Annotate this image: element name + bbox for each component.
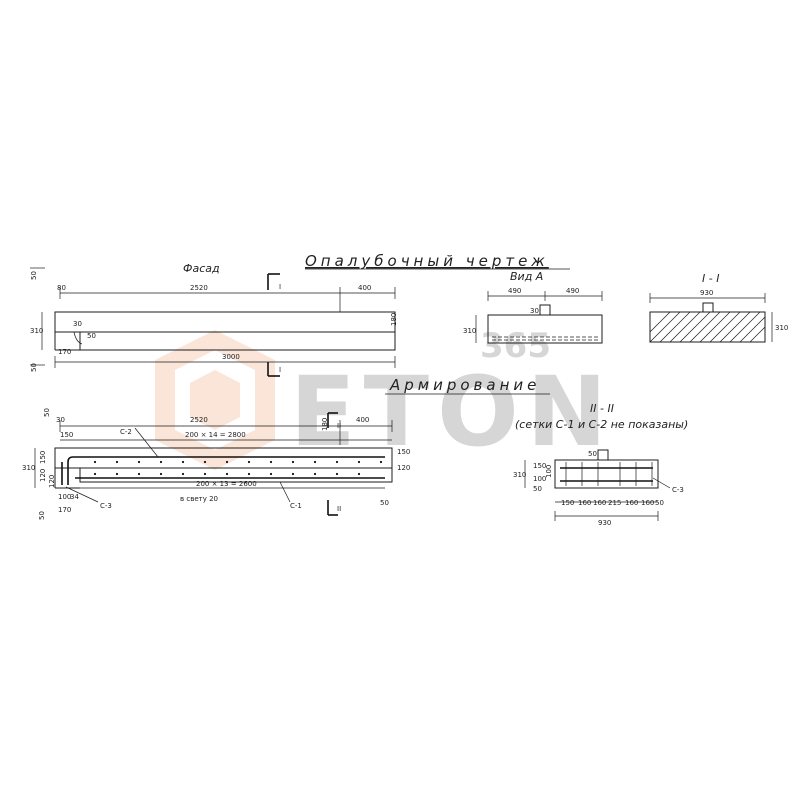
reinf-dim-h3: 120 <box>39 469 47 482</box>
facade-view: 80 2520 400 310 30 50 170 180 50 50 3000… <box>30 267 398 377</box>
facade-dim-right: 400 <box>358 284 371 292</box>
reinf-dim-bottom-a: 100 <box>58 493 71 501</box>
formwork-title: Опалубочный чертеж <box>305 252 549 270</box>
reinf-dim-mid: 180 <box>321 418 329 431</box>
facade-dim-span: 2520 <box>190 284 208 292</box>
section-1-dim-height: 310 <box>775 324 788 332</box>
section-2-note: (сетки С-1 и С-2 не показаны) <box>515 418 688 431</box>
section-2-dim-h1: 310 <box>513 471 526 479</box>
reinf-dim-right: 400 <box>356 416 369 424</box>
mark-c2: С-2 <box>120 428 132 436</box>
view-a-dim-left: 490 <box>508 287 521 295</box>
reinf-dim-bottom-b: 34 <box>70 493 79 501</box>
facade-title: Фасад <box>183 262 220 275</box>
watermark-word: ETON <box>290 356 615 468</box>
reinf-dim-clear: в свету 20 <box>180 495 218 503</box>
reinf-dim-right-h1: 150 <box>397 448 410 456</box>
watermark-number: 365 <box>480 326 551 366</box>
cut-mark-1-top: I <box>279 283 281 291</box>
section-2-dim-h5: 100 <box>545 465 553 478</box>
reinf-dim-bottom-series: 200 × 13 = 2600 <box>196 480 257 488</box>
section-2: С-3 150 160 160 215 160 160 50 930 310 1… <box>513 449 684 527</box>
section-2-title: II - II <box>590 402 614 415</box>
view-a-title: Вид А <box>510 270 543 283</box>
watermark: 365 ETON <box>155 326 615 470</box>
reinf-dim-h4: 50 <box>43 408 51 417</box>
facade-dim-height: 310 <box>30 327 43 335</box>
cut-mark-2-bot: II <box>337 505 341 513</box>
reinf-dim-span: 2520 <box>190 416 208 424</box>
cut-mark-1-bot: I <box>279 366 281 374</box>
reinforcement-title: Армирование <box>389 376 540 394</box>
section-2-spacing-3: 160 <box>593 499 606 507</box>
section-2-dim-h2: 150 <box>533 462 546 470</box>
section-2-mark-c3: С-3 <box>672 486 684 494</box>
reinf-dim-top-series: 200 × 14 = 2800 <box>185 431 246 439</box>
view-a-dim-right: 490 <box>566 287 579 295</box>
facade-dim-50: 50 <box>87 332 96 340</box>
section-2-dim-total: 930 <box>598 519 611 527</box>
section-1-title: I - I <box>702 272 719 285</box>
section-2-dim-h4: 50 <box>533 485 542 493</box>
reinf-dim-right-h2: 120 <box>397 464 410 472</box>
mark-c1: С-1 <box>290 502 302 510</box>
facade-dim-side-bot: 50 <box>30 363 38 372</box>
view-a: 490 490 310 30 <box>463 287 603 344</box>
reinf-dim-right-b: 50 <box>380 499 389 507</box>
watermark-logo-icon <box>155 330 275 470</box>
section-1-dim-width: 930 <box>700 289 713 297</box>
facade-dim-30: 30 <box>73 320 82 328</box>
facade-dim-side-top: 50 <box>30 271 38 280</box>
view-a-dim-notch: 30 <box>530 307 539 315</box>
reinf-dim-bottom-left: 170 <box>58 506 71 514</box>
reinf-dim-left-a: 150 <box>60 431 73 439</box>
view-a-dim-height: 310 <box>463 327 476 335</box>
reinf-dim-left-b: 30 <box>56 416 65 424</box>
reinf-dim-h5: 120 <box>48 475 56 488</box>
mark-c3: С-3 <box>100 502 112 510</box>
facade-dim-total: 3000 <box>222 353 240 361</box>
section-1: 930 310 <box>649 289 788 343</box>
section-2-spacing-1: 150 <box>561 499 574 507</box>
section-2-spacing-2: 160 <box>578 499 591 507</box>
cut-mark-2-top: II <box>337 422 341 430</box>
facade-dim-offset: 170 <box>58 348 71 356</box>
section-2-spacing-7: 50 <box>655 499 664 507</box>
section-2-spacing-6: 160 <box>641 499 654 507</box>
reinf-dim-h1: 310 <box>22 464 35 472</box>
reinf-dots <box>93 460 383 476</box>
section-2-dim-notch: 50 <box>588 450 597 458</box>
section-2-spacing-4: 215 <box>608 499 621 507</box>
section-1-hatching <box>650 312 765 342</box>
section-2-spacing-5: 160 <box>625 499 638 507</box>
facade-dim-left: 80 <box>57 284 66 292</box>
facade-dim-right-h: 180 <box>390 313 398 326</box>
reinf-dim-h2: 150 <box>39 451 47 464</box>
reinforcement-view: 2520 400 30 150 200 × 14 = 2800 С-2 С-1 … <box>22 408 410 520</box>
reinf-dim-h6: 50 <box>38 511 46 520</box>
section-2-dim-h3: 100 <box>533 475 546 483</box>
